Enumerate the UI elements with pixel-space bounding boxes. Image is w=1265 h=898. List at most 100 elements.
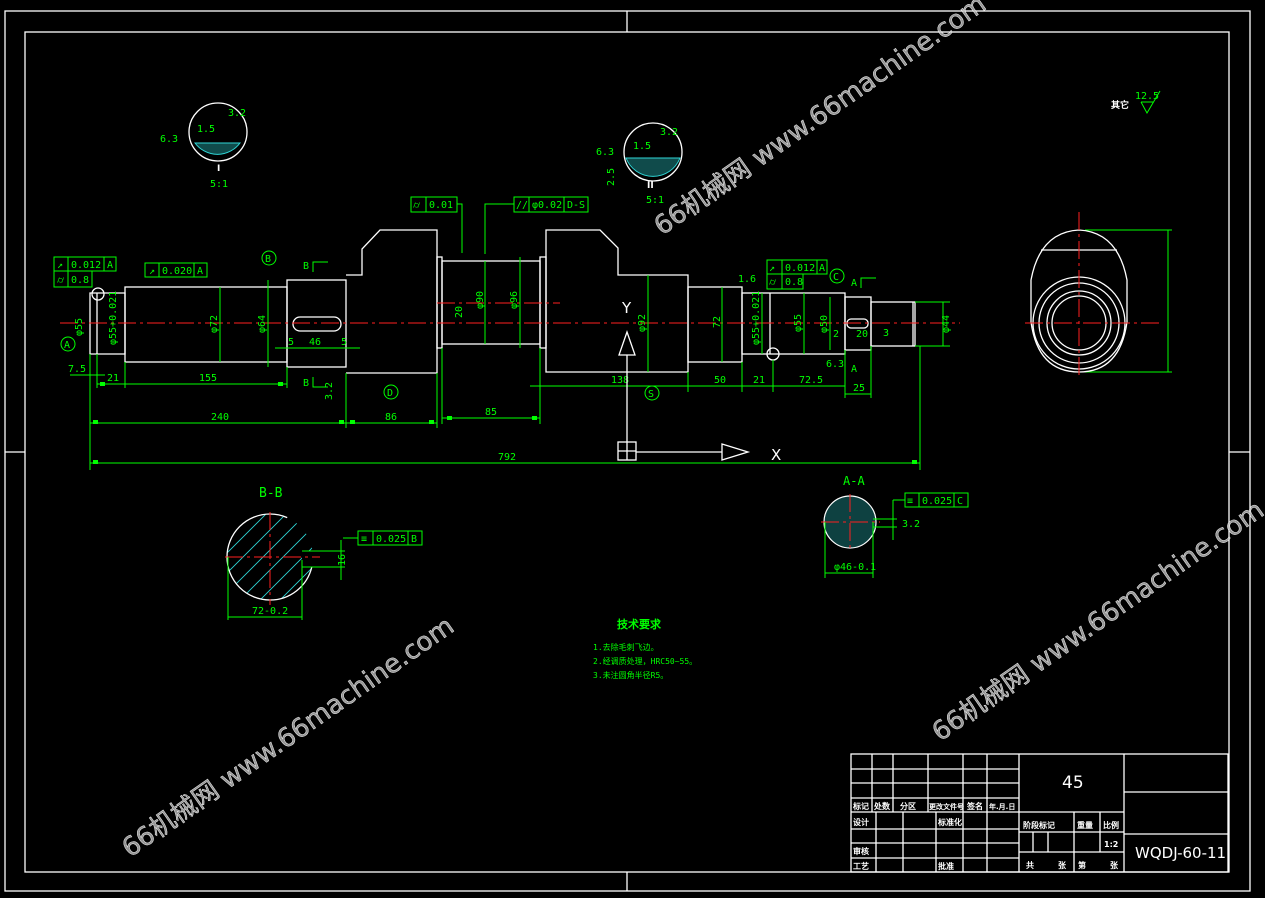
tol-symmetry-c: 0.025 (922, 496, 952, 507)
section-mark-a-bottom: A (851, 364, 857, 375)
roughness-other-value: 12.5 (1135, 91, 1159, 102)
dim-2: 2 (833, 329, 839, 340)
detail2-dim: 1.5 (633, 141, 651, 152)
dim-phi50: φ50 (819, 315, 830, 333)
section-mark-a-top: A (851, 278, 857, 289)
tb-review: 审核 (853, 846, 869, 856)
dim-792: 792 (498, 452, 516, 463)
title-block: 标记 处数 分区 更改文件号 签名 年.月.日 设计 标准化 审核 工艺 批准 … (850, 753, 1229, 873)
cylindricity-icon: ⌭ (413, 200, 421, 211)
axis-y-label: Y (621, 299, 632, 317)
dim-5b: 5 (341, 337, 347, 348)
dim-72-tol: 72-0.2 (252, 606, 288, 617)
end-view (1025, 212, 1160, 378)
tech-requirements: 技术要求 1.去除毛刺飞边。 2.经调质处理，HRC50~55。 3.未注圆角半… (593, 617, 697, 680)
detail2-roughness-b: 3.2 (660, 127, 678, 138)
tb-weight: 重量 (1077, 820, 1093, 830)
section-bb: B-B ≡ 0.025 B 16 72-0.2 (225, 486, 423, 620)
tb-change-doc: 更改文件号 (929, 802, 964, 811)
tb-sheet2: 张 (1110, 861, 1119, 870)
dim-phi64: φ64 (257, 315, 268, 333)
datum-c: C (833, 272, 839, 283)
tb-total: 共 (1026, 860, 1034, 870)
roughness-3-2-aa: 3.2 (902, 519, 920, 530)
tol-parallel-ref: D-S (567, 200, 585, 211)
dim-50: 50 (714, 375, 726, 386)
dim-phi96: φ96 (509, 291, 520, 309)
dimension-ticks (93, 382, 917, 464)
tol-stack-runout-ref: A (107, 260, 113, 271)
dim-3: 3 (883, 328, 889, 339)
tech-requirements-title: 技术要求 (617, 617, 662, 631)
dim-72-5: 72.5 (799, 375, 823, 386)
dim-phi72: φ72 (209, 315, 220, 333)
watermarks: 66机械网 www.66machine.com 66机械网 www.66mach… (117, 0, 1265, 864)
roughness-6-3: 6.3 (826, 359, 844, 370)
tb-count: 处数 (873, 801, 891, 811)
dim-phi55-tol: φ55+0.021 (108, 291, 119, 345)
tech-req-1: 1.去除毛刺飞边。 (593, 642, 659, 652)
tolerance-frames: ↗ 0.020 A ↗ 0.012 A ⌭ 0.8 ⌭ 0.01 // φ0.0… (53, 196, 828, 290)
symmetry-icon: ≡ (361, 534, 367, 545)
dim-25: 25 (853, 383, 865, 394)
dim-phi46: φ46-0.1 (834, 562, 876, 573)
stack-runout-icon: ↗ (57, 260, 63, 271)
dim-phi55-tol-b: φ55+0.021 (751, 291, 762, 345)
dim-16: 16 (337, 554, 348, 566)
detail1-mark: I (217, 164, 220, 174)
dimension-lines (70, 229, 1172, 470)
roughness-3-2: 3.2 (324, 382, 335, 400)
axis-x-label: X (771, 446, 781, 464)
dim-21: 21 (107, 373, 119, 384)
tech-req-2: 2.经调质处理，HRC50~55。 (593, 656, 697, 666)
tol-cyl-right: 0.8 (785, 277, 803, 288)
detail-view-1: 6.3 1.5 3.2 I 5:1 (160, 102, 248, 190)
tol-ref: A (197, 266, 203, 277)
dim-phi90: φ90 (475, 291, 486, 309)
tb-design: 设计 (853, 817, 869, 827)
shaft-outline (89, 229, 916, 374)
section-aa-title: A-A (843, 474, 865, 488)
dim-86: 86 (385, 412, 397, 423)
dim-20: 20 (454, 306, 465, 318)
parallel-icon: // (516, 200, 528, 211)
cyl-right-icon: ⌭ (769, 277, 777, 288)
roughness-other-label: 其它 (1111, 99, 1129, 111)
tol-stack-cyl: 0.8 (71, 275, 89, 286)
detail2-mark: II (647, 181, 654, 191)
section-mark-b-top: B (303, 261, 309, 272)
stack-cyl-icon: ⌭ (57, 275, 65, 286)
tol-symmetry-b-ref: B (411, 534, 417, 545)
watermark: 66机械网 www.66machine.com (927, 495, 1265, 748)
tb-mark: 标记 (852, 801, 869, 811)
dimension-texts: 7.5 21 155 240 86 85 5 46 5 138 50 21 72… (68, 274, 952, 463)
runout-right-icon: ↗ (769, 263, 775, 274)
tb-material: 45 (1062, 773, 1084, 793)
dim-phi44: φ44 (941, 315, 952, 333)
tb-standard: 标准化 (937, 817, 962, 827)
dim-21b: 21 (753, 375, 765, 386)
detail2-roughness-a: 6.3 (596, 147, 614, 158)
dim-phi92: φ92 (637, 314, 648, 332)
tb-sheets: 张 (1058, 861, 1067, 870)
datum-a: A (64, 340, 70, 351)
dim-7-5: 7.5 (68, 364, 86, 375)
dim-240: 240 (211, 412, 229, 423)
tb-drawing-code: WQDJ-60-11 (1135, 844, 1226, 862)
tol-cylindricity: 0.01 (429, 200, 453, 211)
dim-72: 72 (712, 316, 723, 328)
detail2-depth: 2.5 (606, 168, 617, 186)
dim-20b: 20 (856, 329, 868, 340)
tb-zone: 分区 (900, 801, 916, 811)
detail1-roughness-a: 6.3 (160, 134, 178, 145)
detail1-dim: 1.5 (197, 124, 215, 135)
dim-5: 5 (288, 337, 294, 348)
detail-view-2: 6.3 1.5 3.2 2.5 II 5:1 (596, 122, 683, 206)
dim-phi55-c: φ55 (793, 314, 804, 332)
tb-scale: 1:2 (1104, 840, 1118, 849)
section-mark-b-bottom: B (303, 378, 309, 389)
watermark: 66机械网 www.66machine.com (649, 0, 992, 242)
tol-parallel: φ0.02 (532, 200, 562, 211)
centering-marks (5, 11, 1250, 891)
